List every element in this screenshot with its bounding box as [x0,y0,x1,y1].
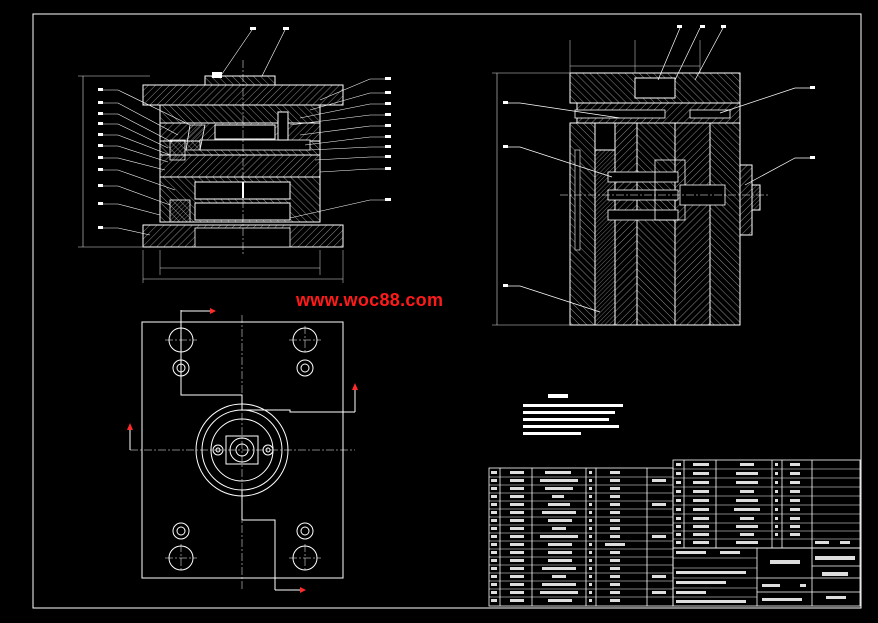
title-block [488,459,861,607]
front-section-view [78,27,391,283]
side-section-view [492,25,815,326]
technical-notes [523,394,623,435]
drawing-frame [32,13,862,609]
watermark-text: www.woc88.com [296,290,444,310]
parts-list-rows [489,468,860,598]
plan-view [127,308,358,593]
parts-list-cell-marks [491,463,855,603]
